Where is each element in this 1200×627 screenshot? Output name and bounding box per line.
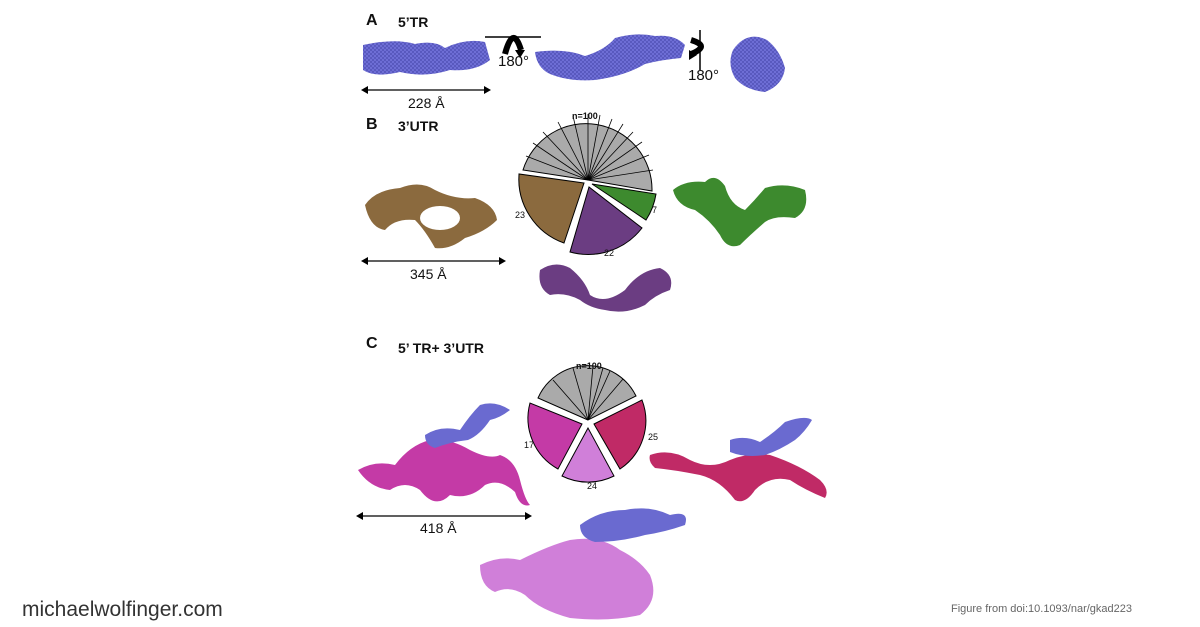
panel-b-letter: B (366, 116, 378, 133)
pie-n-c: n=100 (576, 361, 602, 371)
pie-n-b: n=100 (572, 111, 598, 121)
pie-chart-c (527, 365, 647, 483)
complex-structure-blue-right (730, 417, 812, 456)
panel-a-title: 5’TR (398, 14, 429, 30)
pie-chart-b (518, 114, 657, 255)
complex-structure-crimson (649, 452, 827, 502)
panel-c-title: 5’ TR+ 3’UTR (398, 340, 484, 356)
5tr-structure-side (730, 36, 785, 92)
dimension-arrow-a (361, 86, 491, 94)
panel-a-figure (361, 30, 785, 94)
pie-label-c-2: 25 (648, 432, 659, 442)
5tr-structure-front (363, 40, 490, 75)
pie-label-b-1: 22 (604, 248, 615, 258)
panel-a-letter: A (366, 12, 378, 29)
3utr-structure-purple (539, 264, 672, 312)
rotation-label-1: 180° (498, 53, 530, 70)
dimension-label-b: 345 Å (410, 266, 447, 282)
panel-b-title: 3’UTR (398, 118, 439, 134)
pie-label-c-0: 17 (524, 440, 535, 450)
dimension-label-a: 228 Å (408, 95, 445, 111)
rotate-vertical-icon (689, 30, 704, 70)
complex-structure-blue-bottom (580, 508, 686, 542)
pie-label-b-0: 23 (515, 210, 526, 220)
site-name: michaelwolfinger.com (22, 598, 223, 621)
dimension-arrow-c (356, 512, 532, 520)
complex-structure-magenta (358, 439, 530, 506)
panel-b-figure (361, 114, 807, 312)
dimension-label-c: 418 Å (420, 520, 457, 536)
dimension-arrow-b (361, 257, 506, 265)
5tr-structure-back (535, 34, 685, 81)
3utr-structure-green (673, 177, 807, 247)
pie-label-c-1: 24 (587, 481, 598, 491)
figure-credit: Figure from doi:10.1093/nar/gkad223 (951, 603, 1133, 615)
pie-label-b-2: 7 (652, 205, 658, 215)
rotation-label-2: 180° (688, 67, 720, 84)
panel-c-figure (356, 365, 827, 620)
rotate-horizontal-icon (485, 35, 541, 58)
panel-c-letter: C (366, 335, 378, 352)
complex-structure-blue-left (425, 403, 510, 448)
complex-structure-lilac (480, 538, 654, 620)
